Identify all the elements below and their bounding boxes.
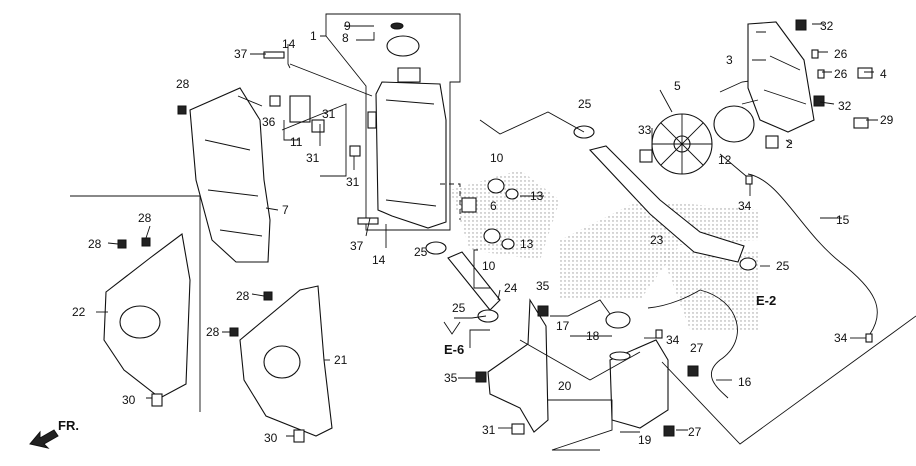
- label-part-10a: 10: [490, 151, 504, 165]
- label-part-37a: 37: [234, 47, 248, 61]
- label-part-23: 23: [650, 233, 664, 247]
- upper-hose: [588, 145, 745, 263]
- label-part-28b: 28: [88, 237, 102, 251]
- label-part-34b: 34: [666, 333, 680, 347]
- label-part-12: 12: [718, 153, 732, 167]
- label-part-35a: 35: [536, 279, 550, 293]
- label-part-15: 15: [836, 213, 850, 227]
- reserve-tank-cap: [605, 311, 631, 361]
- label-part-13a: 13: [530, 189, 544, 203]
- ref-e2: E-2: [756, 293, 776, 308]
- left-shroud: [189, 87, 271, 263]
- label-part-6: 6: [490, 199, 497, 213]
- label-part-25d: 25: [452, 301, 466, 315]
- label-part-26b: 26: [834, 67, 848, 81]
- label-part-5: 5: [674, 79, 681, 93]
- label-part-34c: 34: [834, 331, 848, 345]
- label-part-13b: 13: [520, 237, 534, 251]
- fan-shroud: [747, 21, 815, 133]
- label-part-21: 21: [334, 353, 348, 367]
- label-part-7: 7: [282, 203, 289, 217]
- fan-motor: [713, 79, 757, 143]
- ref-bracket-e6: [440, 183, 461, 220]
- overflow-tube: [647, 289, 738, 399]
- label-part-28d: 28: [236, 289, 250, 303]
- left-guard: [103, 233, 191, 399]
- label-part-8: 8: [342, 31, 349, 45]
- label-part-2: 2: [786, 137, 793, 151]
- ref-e6: E-6: [444, 342, 464, 357]
- label-part-28e: 28: [206, 325, 220, 339]
- label-part-10b: 10: [482, 259, 496, 273]
- label-part-29: 29: [880, 113, 894, 127]
- label-part-30a: 30: [122, 393, 136, 407]
- label-part-4: 4: [880, 67, 887, 81]
- label-part-9: 9: [344, 19, 351, 33]
- label-part-30b: 30: [264, 431, 278, 445]
- label-part-36: 36: [262, 115, 276, 129]
- cooling-fan: [651, 113, 713, 175]
- label-part-25a: 25: [578, 97, 592, 111]
- label-part-14b: 14: [372, 253, 386, 267]
- label-part-33: 33: [638, 123, 652, 137]
- label-part-28c: 28: [138, 211, 152, 225]
- label-part-35b: 35: [444, 371, 458, 385]
- label-part-26a: 26: [834, 47, 848, 61]
- radiator-assembly-bracket: [325, 13, 461, 231]
- label-part-27b: 27: [688, 425, 702, 439]
- label-part-32b: 32: [838, 99, 852, 113]
- tank-bracket: [487, 298, 549, 433]
- front-arrow-icon: [29, 429, 59, 449]
- label-part-25b: 25: [414, 245, 428, 259]
- label-part-31a: 31: [322, 107, 336, 121]
- label-part-11: 11: [290, 135, 303, 149]
- label-part-17: 17: [556, 319, 570, 333]
- label-part-31b: 31: [306, 151, 320, 165]
- part-labels: 1 2 3 4 5 6 7 8 9 10 10 11 12 13 13 14 1…: [72, 19, 894, 447]
- radiator-cap: [386, 22, 420, 57]
- label-part-16: 16: [738, 375, 752, 389]
- label-part-22: 22: [72, 305, 86, 319]
- label-part-18: 18: [586, 329, 600, 343]
- center-guard: [239, 285, 333, 437]
- label-part-32a: 32: [820, 19, 834, 33]
- label-part-1: 1: [310, 29, 317, 43]
- leader-lines: [70, 23, 916, 451]
- fasteners: [117, 19, 873, 443]
- label-part-27a: 27: [690, 341, 704, 355]
- label-part-34a: 34: [738, 199, 752, 213]
- label-part-25c: 25: [776, 259, 790, 273]
- label-part-31c: 31: [346, 175, 360, 189]
- label-part-20: 20: [558, 379, 572, 393]
- label-part-3: 3: [726, 53, 733, 67]
- label-part-31d: 31: [482, 423, 496, 437]
- label-part-28a: 28: [176, 77, 190, 91]
- label-part-24: 24: [504, 281, 518, 295]
- breather-tube: [747, 173, 878, 335]
- label-part-37b: 37: [350, 239, 364, 253]
- front-direction-label: FR.: [58, 418, 79, 433]
- watermark-logo: [450, 170, 760, 330]
- label-part-14a: 14: [282, 37, 296, 51]
- radiator-core: [367, 67, 447, 229]
- label-part-19: 19: [638, 433, 652, 447]
